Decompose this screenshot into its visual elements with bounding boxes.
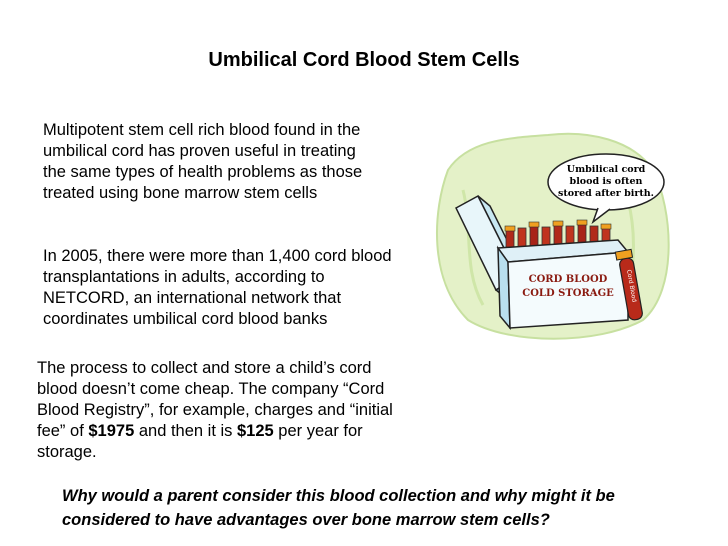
- paragraph-cost: The process to collect and store a child…: [37, 358, 409, 463]
- paragraph-multipotent: Multipotent stem cell rich blood found i…: [43, 121, 363, 202]
- paragraph-transplantations: In 2005, there were more than 1,400 cord…: [43, 247, 392, 328]
- cold-storage-box-image: Umbilical cord blood is often stored aft…: [435, 132, 670, 340]
- tube-cap: [614, 248, 634, 261]
- initial-fee-value: $1975: [88, 422, 135, 440]
- cost-text-after: per year for storage.: [37, 422, 363, 461]
- cost-text-middle: and then it is: [134, 422, 237, 440]
- blood-tubes-rack: [504, 219, 612, 251]
- discussion-question: Why would a parent consider this blood c…: [62, 487, 615, 529]
- bubble-line-2: blood is often: [570, 176, 643, 187]
- bubble-line-3: stored after birth.: [558, 188, 654, 199]
- speech-bubble-tail: [591, 207, 611, 225]
- cord-blood-storage-illustration: Umbilical cord blood is often stored aft…: [428, 130, 678, 350]
- box-label-line-1: CORD BLOOD: [529, 274, 608, 285]
- box-label-line-2: COLD STORAGE: [522, 288, 614, 299]
- slide-title: Umbilical Cord Blood Stem Cells: [208, 49, 520, 71]
- bubble-line-1: Umbilical cord: [567, 164, 646, 175]
- box-front: [507, 251, 629, 329]
- cost-text-before: The process to collect and store a child…: [37, 359, 393, 440]
- annual-fee-value: $125: [237, 422, 274, 440]
